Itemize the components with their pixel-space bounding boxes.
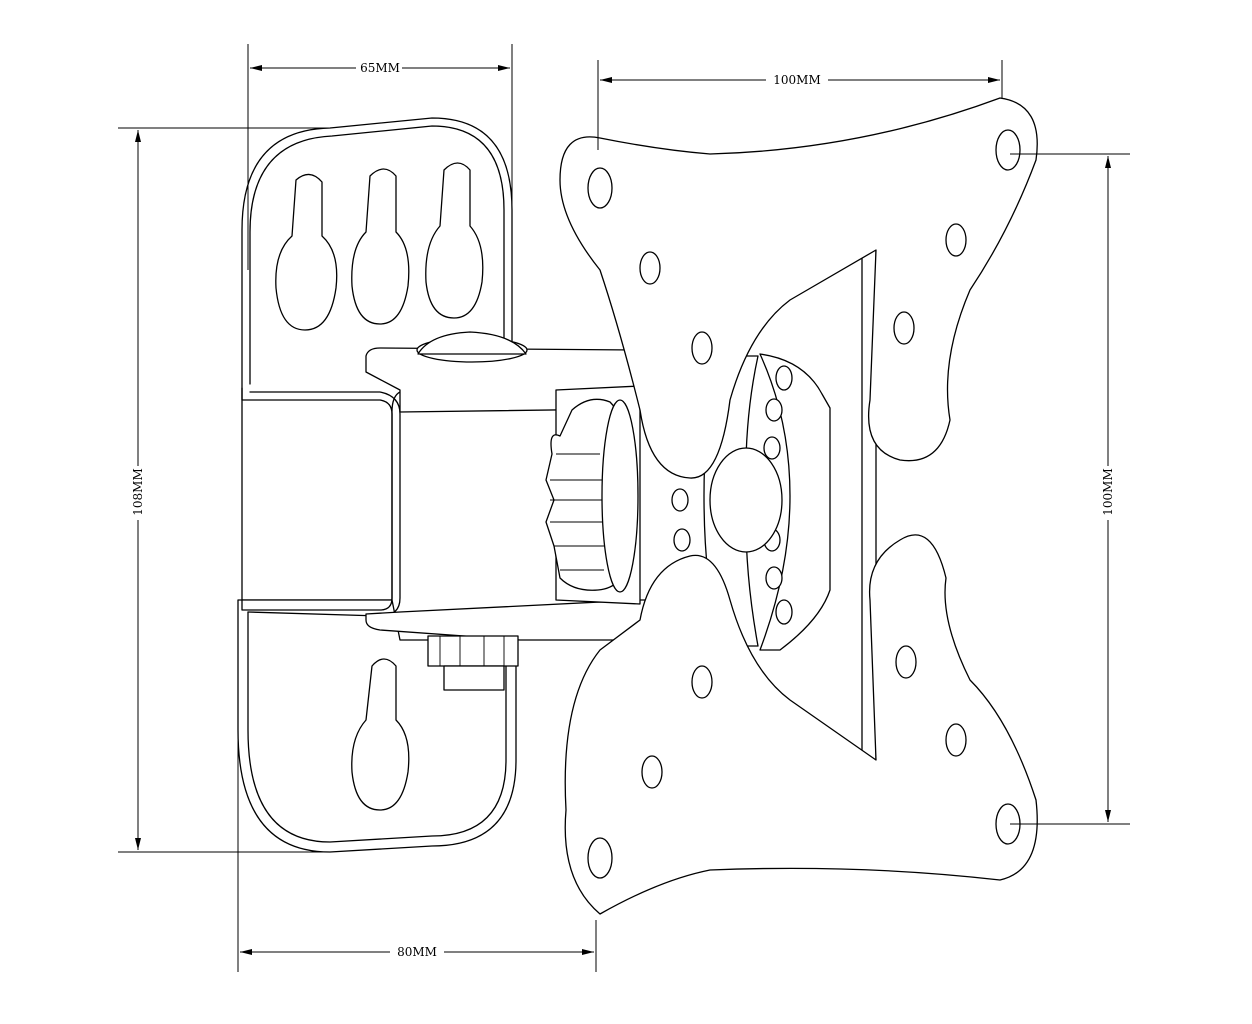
dimension-label-65mm: 65MM	[360, 61, 400, 75]
vesa-plate	[559, 97, 1038, 915]
dimension-65mm: 65MM	[247, 44, 513, 270]
dimension-108mm: 108MM	[118, 127, 330, 853]
dimension-label-100mm-vertical: 100MM	[1101, 468, 1115, 515]
dimension-100mm-vertical: 100MM	[1010, 153, 1130, 825]
swing-arm	[365, 331, 701, 691]
dimension-label-108mm: 108MM	[131, 468, 145, 515]
dimension-80mm: 80MM	[237, 730, 597, 972]
dimension-100mm-horizontal: 100MM	[597, 60, 1003, 150]
keyhole-slots	[275, 162, 484, 811]
dimension-label-100mm-horizontal: 100MM	[773, 73, 820, 87]
dimension-label-80mm: 80MM	[397, 945, 437, 959]
